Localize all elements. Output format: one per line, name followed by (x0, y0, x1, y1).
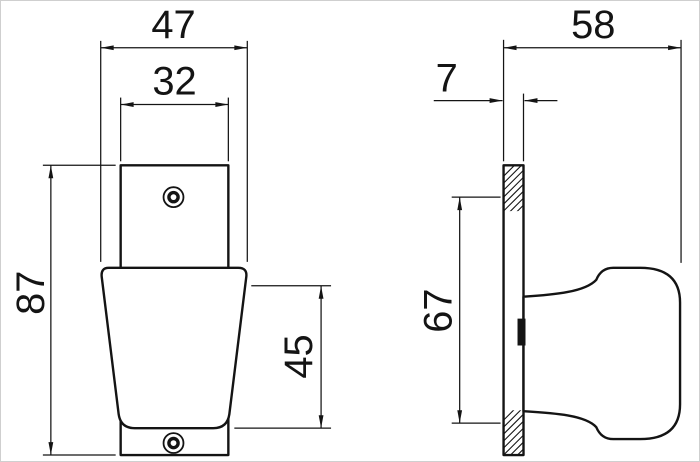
dim-front-overall-width: 47 (100, 3, 248, 262)
dim-side-plate-thickness: 7 (433, 57, 558, 162)
dim-side-overall-depth: 58 (502, 3, 682, 263)
section-hatch-top (504, 166, 524, 212)
dim-front-overall-height: 87 (9, 164, 116, 456)
top-screw-inner-circle (167, 190, 180, 204)
side-view: 58 7 67 (417, 3, 682, 457)
bottom-screw-hole (162, 432, 185, 454)
side-overall-depth-label: 58 (571, 3, 615, 47)
dim-front-knob-height: 45 (234, 285, 332, 429)
bottom-screw-inner-circle (167, 436, 180, 450)
stem-fixing-detail (517, 318, 526, 346)
front-overall-height-label: 87 (9, 271, 53, 315)
dim-side-hole-spacing: 67 (417, 196, 501, 424)
front-overall-width-label: 47 (151, 3, 195, 47)
top-screw-hole (162, 186, 185, 208)
side-hole-spacing-label: 67 (417, 289, 461, 333)
dim-front-plate-width: 32 (120, 60, 229, 162)
front-knob-outline (100, 266, 248, 430)
top-screw-outer-circle (162, 186, 185, 208)
section-hatch-bottom (504, 410, 524, 455)
side-plate-thickness-label: 7 (436, 57, 458, 101)
bottom-screw-outer-circle (162, 432, 185, 454)
side-knob-outline (522, 266, 682, 441)
front-knob-height-label: 45 (277, 334, 321, 378)
front-view: 47 32 87 45 (9, 3, 332, 457)
front-plate-width-label: 32 (152, 60, 196, 104)
